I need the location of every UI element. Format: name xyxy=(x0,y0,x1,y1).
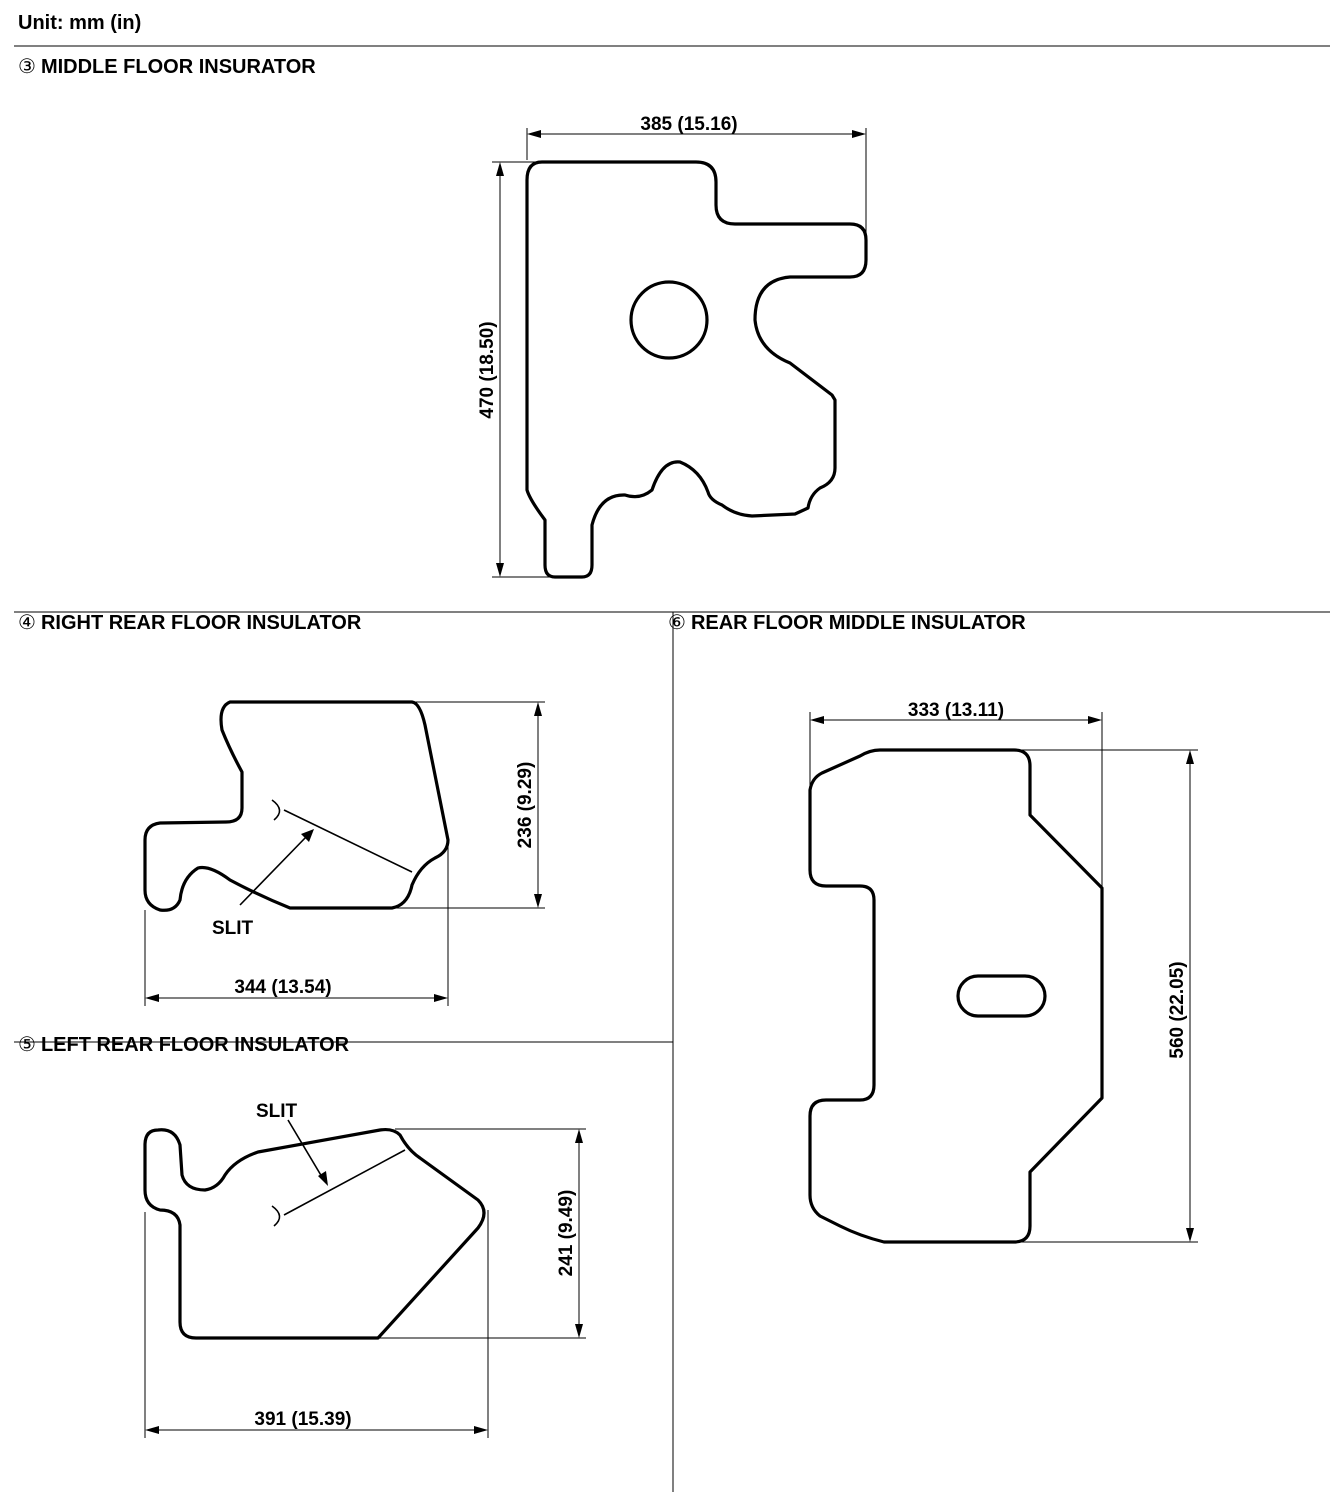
arrowhead xyxy=(575,1129,583,1143)
unit-label: Unit: mm (in) xyxy=(18,12,142,34)
part-number: ④ xyxy=(18,612,36,634)
rear-floor-middle-height-dimension: 560 (22.05) xyxy=(1167,961,1188,1058)
rear-floor-middle-slot-hole xyxy=(956,974,1047,1018)
right-rear-height-dimension: 236 (9.29) xyxy=(515,762,536,849)
left-rear-slit-leader xyxy=(287,1119,323,1178)
part-number: ⑥ xyxy=(668,612,686,634)
arrowhead xyxy=(1088,716,1102,724)
left-rear-slit-line xyxy=(283,1149,406,1216)
rear-floor-middle-insulator-outline xyxy=(808,748,1104,1244)
left-rear-width-dimension: 391 (15.39) xyxy=(254,1409,351,1430)
left-rear-slit-mark xyxy=(271,1205,281,1227)
part-number: ⑤ xyxy=(18,1034,36,1056)
middle-floor-width-dimension: 385 (15.16) xyxy=(640,114,737,135)
right-rear-floor-insulator-outline xyxy=(143,700,450,912)
right-rear-width-dimension: 344 (13.54) xyxy=(234,977,331,998)
arrowhead xyxy=(145,994,159,1002)
middle-floor-height-dimension: 470 (18.50) xyxy=(477,321,498,418)
arrowhead xyxy=(527,130,541,138)
part-title: MIDDLE FLOOR INSURATOR xyxy=(40,56,316,78)
arrowhead xyxy=(810,716,824,724)
rear-floor-middle-insulator-drawing: 333 (13.11) 560 (22.05) xyxy=(808,700,1198,1244)
part-title: REAR FLOOR MIDDLE INSULATOR xyxy=(690,612,1026,634)
arrowhead xyxy=(534,894,542,908)
left-rear-floor-insulator-drawing: SLIT 241 (9.49) 391 (15.39) xyxy=(143,1101,586,1438)
right-rear-slit-mark xyxy=(271,799,281,821)
middle-floor-hole xyxy=(629,280,709,360)
right-rear-floor-insulator-drawing: SLIT 236 (9.29) 344 (13.54) xyxy=(143,700,545,1006)
arrowhead xyxy=(145,1426,159,1434)
arrowhead xyxy=(318,1171,328,1186)
left-rear-floor-insulator-outline xyxy=(143,1127,486,1340)
left-rear-height-dimension: 241 (9.49) xyxy=(556,1190,577,1277)
arrowhead xyxy=(852,130,866,138)
arrowhead xyxy=(474,1426,488,1434)
right-rear-slit-label: SLIT xyxy=(212,918,254,939)
arrowhead xyxy=(496,162,504,176)
part-title: LEFT REAR FLOOR INSULATOR xyxy=(40,1034,350,1056)
part-number: ③ xyxy=(18,56,36,78)
right-rear-slit-leader xyxy=(239,835,308,906)
middle-floor-insulator-outline xyxy=(525,160,868,579)
right-rear-slit-line xyxy=(283,809,413,873)
middle-floor-insulator-drawing: 385 (15.16) 470 (18.50) xyxy=(477,114,868,579)
arrowhead xyxy=(496,563,504,577)
arrowhead xyxy=(1186,1228,1194,1242)
arrowhead xyxy=(575,1324,583,1338)
arrowhead xyxy=(434,994,448,1002)
arrowhead xyxy=(1186,750,1194,764)
arrowhead xyxy=(534,702,542,716)
left-rear-slit-label: SLIT xyxy=(256,1101,298,1122)
arrowhead xyxy=(301,829,314,842)
part-title: RIGHT REAR FLOOR INSULATOR xyxy=(40,612,362,634)
rear-floor-middle-width-dimension: 333 (13.11) xyxy=(908,700,1004,721)
